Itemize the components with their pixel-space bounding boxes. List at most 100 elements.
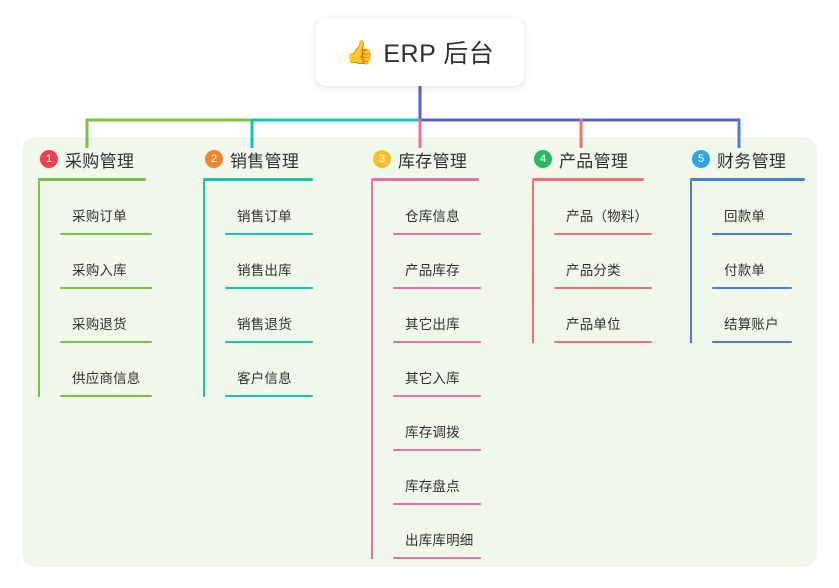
- diagram-background-panel: [22, 137, 817, 567]
- branch-label: 采购管理: [65, 151, 135, 171]
- leaf-rule: [60, 395, 152, 397]
- root-title: ERP 后台: [383, 40, 495, 68]
- branch-spine: [371, 181, 373, 559]
- leaf-rule: [393, 233, 481, 235]
- leaf-label: 其它入库: [405, 371, 460, 386]
- branch-children: 产品（物料） 产品分类产品单位: [532, 181, 652, 343]
- branch-spine: [690, 181, 692, 343]
- branch-header-1[interactable]: 1 采购管理: [38, 146, 146, 172]
- leaf-node[interactable]: 其它入库: [393, 343, 481, 397]
- branch-number-badge: 4: [534, 150, 552, 168]
- leaf-label: 客户信息: [237, 371, 292, 386]
- branch-column-2: 2 销售管理销售订单销售出库销售退货客户信息: [203, 146, 313, 397]
- branch-label: 销售管理: [230, 151, 300, 171]
- leaf-node[interactable]: 库存盘点: [393, 451, 481, 505]
- branch-number-badge: 2: [205, 150, 223, 168]
- branch-header-rule: [371, 178, 479, 181]
- leaf-label: 产品单位: [566, 317, 621, 332]
- leaf-node[interactable]: 产品单位: [554, 289, 652, 343]
- leaf-node[interactable]: 其它出库: [393, 289, 481, 343]
- branch-number-badge: 5: [692, 150, 710, 168]
- leaf-rule: [225, 233, 313, 235]
- leaf-label: 采购订单: [72, 209, 127, 224]
- branch-children: 采购订单采购入库采购退货供应商信息: [38, 181, 152, 397]
- root-node[interactable]: 👍 ERP 后台: [316, 18, 524, 86]
- leaf-label: 供应商信息: [72, 371, 141, 386]
- leaf-rule: [554, 341, 652, 343]
- branch-header-5[interactable]: 5 财务管理: [690, 146, 805, 172]
- branch-header-2[interactable]: 2 销售管理: [203, 146, 313, 172]
- leaf-node[interactable]: 采购入库: [60, 235, 152, 289]
- leaf-rule: [712, 233, 792, 235]
- leaf-rule: [225, 395, 313, 397]
- leaf-rule: [60, 233, 152, 235]
- leaf-label: 库存调拨: [405, 425, 460, 440]
- leaf-rule: [393, 395, 481, 397]
- leaf-label: 采购退货: [72, 317, 127, 332]
- leaf-node[interactable]: 出库库明细: [393, 505, 481, 559]
- branch-spine: [38, 181, 40, 397]
- branch-children: 仓库信息产品库存其它出库其它入库库存调拨库存盘点出库库明细: [371, 181, 481, 559]
- leaf-node[interactable]: 采购退货: [60, 289, 152, 343]
- leaf-label: 销售退货: [237, 317, 292, 332]
- branch-number-badge: 1: [40, 150, 58, 168]
- leaf-label: 付款单: [724, 263, 766, 278]
- leaf-label: 结算账户: [724, 317, 779, 332]
- leaf-label: 出库库明细: [405, 533, 474, 548]
- leaf-rule: [712, 341, 792, 343]
- leaf-node[interactable]: 产品（物料）: [554, 181, 652, 235]
- leaf-node[interactable]: 仓库信息: [393, 181, 481, 235]
- leaf-node[interactable]: 采购订单: [60, 181, 152, 235]
- branch-number-badge: 3: [373, 150, 391, 168]
- leaf-rule: [225, 341, 313, 343]
- leaf-label: 销售出库: [237, 263, 292, 278]
- leaf-node[interactable]: 供应商信息: [60, 343, 152, 397]
- leaf-label: 库存盘点: [405, 479, 460, 494]
- leaf-node[interactable]: 销售订单: [225, 181, 313, 235]
- leaf-node[interactable]: 销售出库: [225, 235, 313, 289]
- leaf-label: 产品分类: [566, 263, 621, 278]
- branch-label: 财务管理: [717, 151, 787, 171]
- branch-column-1: 1 采购管理采购订单采购入库采购退货供应商信息: [38, 146, 152, 397]
- leaf-label: 产品库存: [405, 263, 460, 278]
- leaf-rule: [554, 233, 652, 235]
- leaf-node[interactable]: 客户信息: [225, 343, 313, 397]
- leaf-label: 其它出库: [405, 317, 460, 332]
- leaf-rule: [712, 287, 792, 289]
- branch-column-4: 4 产品管理产品（物料） 产品分类产品单位: [532, 146, 652, 343]
- leaf-node[interactable]: 销售退货: [225, 289, 313, 343]
- leaf-rule: [60, 341, 152, 343]
- leaf-rule: [393, 557, 481, 559]
- leaf-label: 产品（物料）: [566, 209, 649, 224]
- thumbs-up-icon: 👍: [345, 39, 375, 66]
- branch-header-4[interactable]: 4 产品管理: [532, 146, 644, 172]
- leaf-rule: [225, 287, 313, 289]
- branch-children: 回款单付款单结算账户: [690, 181, 805, 343]
- branch-spine: [203, 181, 205, 397]
- branch-children: 销售订单销售出库销售退货客户信息: [203, 181, 313, 397]
- leaf-rule: [60, 287, 152, 289]
- leaf-node[interactable]: 回款单: [712, 181, 805, 235]
- leaf-rule: [393, 341, 481, 343]
- leaf-node[interactable]: 付款单: [712, 235, 805, 289]
- branch-header-3[interactable]: 3 库存管理: [371, 146, 479, 172]
- branch-header-rule: [690, 178, 805, 181]
- branch-header-rule: [203, 178, 313, 181]
- leaf-rule: [393, 449, 481, 451]
- branch-column-3: 3 库存管理仓库信息产品库存其它出库其它入库库存调拨库存盘点出库库明细: [371, 146, 481, 559]
- branch-header-rule: [38, 178, 146, 181]
- leaf-rule: [554, 287, 652, 289]
- branch-label: 产品管理: [559, 151, 629, 171]
- leaf-rule: [393, 287, 481, 289]
- leaf-rule: [393, 503, 481, 505]
- branch-header-rule: [532, 178, 644, 181]
- branch-label: 库存管理: [398, 151, 468, 171]
- leaf-label: 销售订单: [237, 209, 292, 224]
- leaf-label: 采购入库: [72, 263, 127, 278]
- leaf-node[interactable]: 产品分类: [554, 235, 652, 289]
- leaf-node[interactable]: 产品库存: [393, 235, 481, 289]
- leaf-node[interactable]: 库存调拨: [393, 397, 481, 451]
- leaf-node[interactable]: 结算账户: [712, 289, 805, 343]
- branch-column-5: 5 财务管理回款单付款单结算账户: [690, 146, 805, 343]
